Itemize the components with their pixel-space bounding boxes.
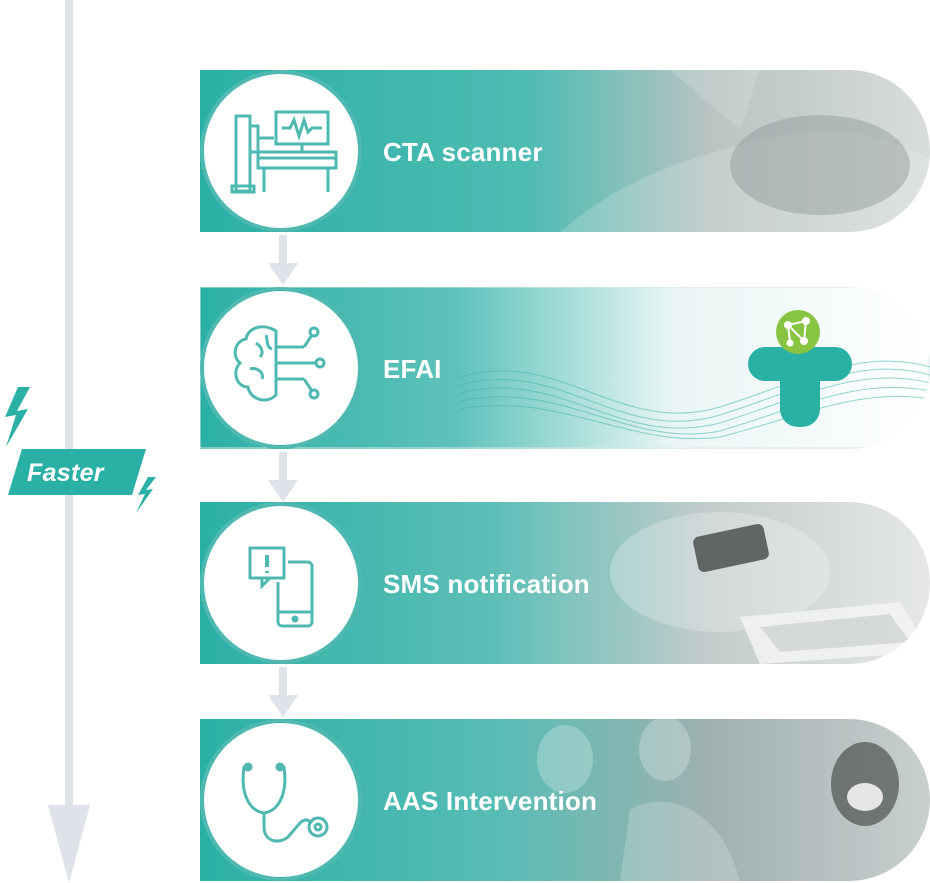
step-circle (200, 287, 362, 449)
down-arrow-icon (268, 235, 298, 285)
phone-alert-icon (248, 546, 314, 628)
faster-label: Faster (27, 459, 104, 487)
step-label: SMS notification (383, 569, 590, 599)
step-label: EFAI (383, 354, 442, 384)
faster-badge (5, 387, 156, 513)
lightning-bolt-icon (5, 387, 30, 447)
stethoscope-icon (241, 762, 329, 843)
down-arrow-icon (268, 452, 298, 502)
ai-brain-icon (233, 325, 326, 402)
down-arrow-icon (268, 667, 298, 717)
ct-scanner-icon (230, 110, 338, 194)
timeline-arrow (48, 0, 90, 883)
step-circle (200, 719, 362, 881)
step-label: CTA scanner (383, 137, 543, 167)
lightning-bolt-icon (136, 477, 156, 513)
step-circle (200, 502, 362, 664)
step-circle (200, 70, 362, 232)
step-label: AAS Intervention (383, 786, 598, 816)
efai-logo-icon (748, 310, 852, 427)
